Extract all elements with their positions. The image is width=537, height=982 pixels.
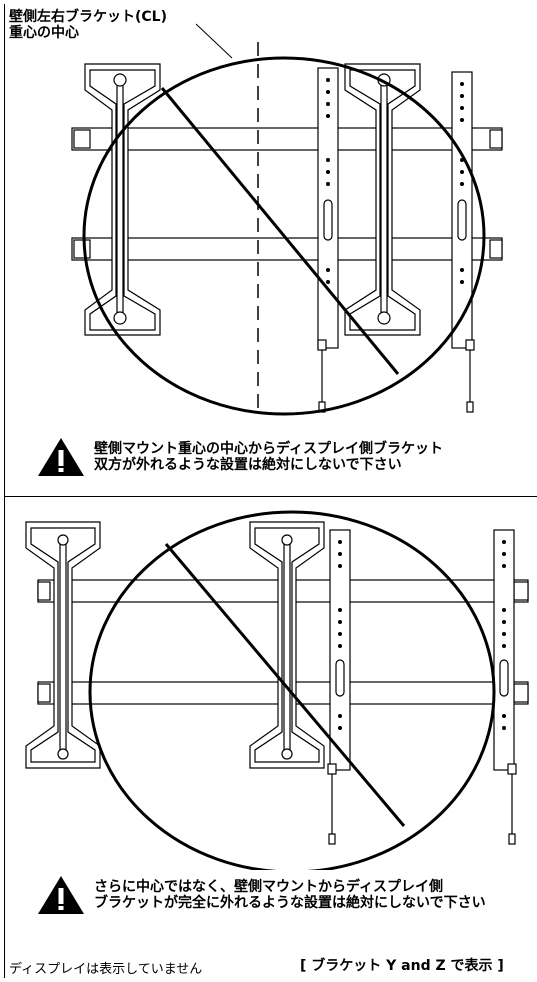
title-line-1: 壁側左右ブラケット(CL) xyxy=(9,9,167,25)
footer-caption: [ ブラケット Y and Z で表示 ] xyxy=(300,958,504,974)
diagram-bottom-prohibited xyxy=(25,510,529,870)
warning-bottom-line-2: ブラケットが完全に外れるような設置は絶対にしないで下さい xyxy=(94,895,486,911)
diagram-top-prohibited xyxy=(71,23,503,416)
section-separator xyxy=(4,496,537,497)
title-line-2: 重心の中心 xyxy=(9,25,79,41)
warning-bottom: さらに中心ではなく、壁側マウントからディスプレイ側 ブラケットが完全に外れるよう… xyxy=(36,874,486,916)
page-title: 壁側左右ブラケット(CL) 重心の中心 xyxy=(9,9,167,41)
warning-triangle-icon xyxy=(38,438,84,476)
warning-top-line-2: 双方が外れるような設置は絶対にしないで下さい xyxy=(94,457,402,473)
warning-top: 壁側マウント重心の中心からディスプレイ側ブラケット 双方が外れるような設置は絶対… xyxy=(36,436,443,478)
warning-triangle-icon xyxy=(38,876,84,914)
warning-bottom-text: さらに中心ではなく、壁側マウントからディスプレイ側 ブラケットが完全に外れるよう… xyxy=(94,879,486,911)
page-left-border xyxy=(4,4,5,978)
warning-top-text: 壁側マウント重心の中心からディスプレイ側ブラケット 双方が外れるような設置は絶対… xyxy=(94,441,443,473)
warning-top-line-1: 壁側マウント重心の中心からディスプレイ側ブラケット xyxy=(94,441,444,457)
footer-note: ディスプレイは表示していません xyxy=(9,962,203,977)
warning-bottom-line-1: さらに中心ではなく、壁側マウントからディスプレイ側 xyxy=(94,879,444,895)
